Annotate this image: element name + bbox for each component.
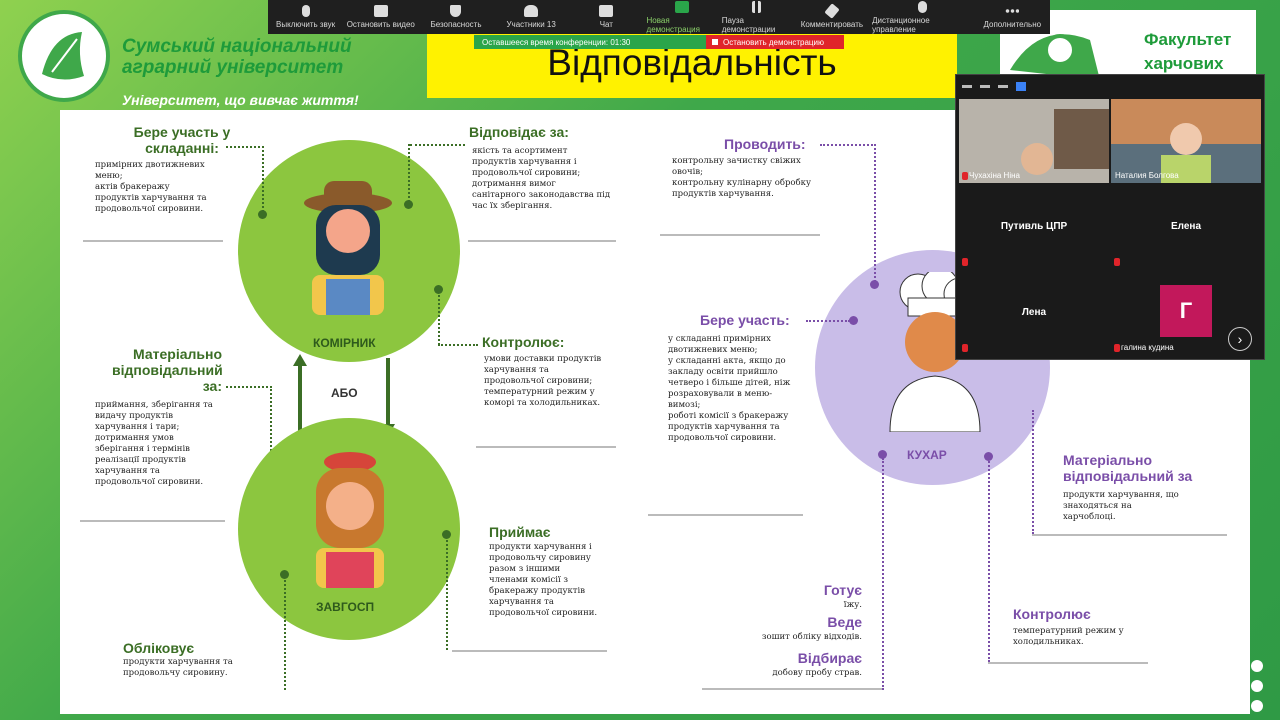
participant-tile[interactable]: Путивль ЦПР [959,185,1109,269]
mouse-icon [917,0,927,13]
kukhar-participates-list: у складанні примірних двотижневих меню;у… [668,334,791,443]
komirnyk-label: КОМІРНИК [313,336,376,350]
storekeeper-illustration [304,181,392,315]
komirnyk-controls-list: умови доставки продуктів харчування та п… [484,354,602,408]
kukhar-samples-heading: Відбирає [797,650,862,666]
participant-tile[interactable]: Лена [959,271,1109,355]
zavhosp-records-text: продукти харчування та продовольчу сиров… [123,657,233,678]
kukhar-controls-text: температурний режим у холодильниках. [1013,626,1124,647]
kukhar-conducts-heading: Проводить: [724,136,806,152]
kukhar-controls-heading: Контролює [1013,606,1091,622]
zavhosp-accepts-text: продукти харчування і продовольчу сирови… [489,542,598,618]
muted-icon [1114,344,1120,352]
komirnyk-responsible-list: якість та асортимент продуктів харчуванн… [472,146,611,211]
komirnyk-controls-heading: Контролює: [482,334,565,350]
zavhosp-records-heading: Обліковує [123,640,195,656]
kukhar-keeps-text: зошит обліку відходів. [761,632,862,642]
more-button[interactable]: Дополнительно [977,5,1047,29]
university-motto: Університет, що вивчає життя! [122,92,359,108]
camera-icon [373,5,388,17]
or-label: АБО [331,386,358,400]
shield-icon [450,5,462,17]
video-gallery-panel[interactable]: Чухахіна Ніна Наталия Болгова Путивль ЦП… [955,74,1265,360]
stop-video-button[interactable]: Остановить видео [346,5,416,29]
conference-timer: Оставшееся время конференции: 01:30 [482,37,631,47]
komirnyk-participates-heading: Бере участь у складанні: [133,124,231,156]
kukhar-cooks-heading: Готує [823,582,862,598]
zavhosp-label: ЗАВГОСП [316,600,375,614]
kukhar-keeps-heading: Веде [827,614,862,630]
chat-button[interactable]: Чат [571,5,641,29]
kukhar-conducts-list: контрольну зачистку свіжих овочів;контро… [672,156,811,199]
grid-view-icon[interactable] [1016,81,1026,91]
participant-tile[interactable]: Наталия Болгова [1111,99,1261,183]
annotate-button[interactable]: Комментировать [797,3,867,29]
stop-icon [712,39,718,45]
kukhar-cooks-text: їжу. [843,600,862,610]
chat-icon [599,5,614,17]
more-dots-icon [1005,5,1020,17]
remote-control-button[interactable]: Дистанционное управление [872,0,972,34]
zoom-toolbar: Выключить звук Остановить видео Безопасн… [268,0,1050,34]
supply-manager-illustration [316,452,384,588]
security-button[interactable]: Безопасность [421,5,491,29]
komirnyk-responsible-heading: Відповідає за: [469,124,569,140]
microphone-icon [301,5,310,17]
mute-button[interactable]: Выключить звук [271,5,341,29]
next-page-button[interactable]: › [1228,327,1252,351]
muted-icon [962,172,968,180]
slide-dot[interactable] [1251,660,1263,672]
material-responsible-list: приймання, зберігання та видачу продукті… [95,400,213,487]
pause-icon [752,0,762,13]
kukhar-label: КУХАР [907,448,947,462]
share-status-bar: Оставшееся время конференции: 01:30 Оста… [474,35,844,49]
zavhosp-accepts-heading: Приймає [489,524,551,540]
new-share-button[interactable]: Новая демонстрация [647,0,717,34]
gallery-view-controls[interactable] [956,75,1264,97]
slide-dot[interactable] [1251,680,1263,692]
kukhar-material-text: продукти харчування, що знаходяться на х… [1063,490,1179,522]
material-responsible-heading: Матеріально відповідальний за: [112,346,223,394]
muted-icon [1114,258,1120,266]
participant-tile[interactable]: Чухахіна Ніна [959,99,1109,183]
pencil-icon [824,3,840,19]
kukhar-material-heading: Матеріально відповідальний за [1063,452,1193,484]
muted-icon [962,344,968,352]
university-logo [18,10,110,102]
muted-icon [962,258,968,266]
pause-share-button[interactable]: Пауза демонстрации [722,0,792,34]
participants-icon [524,5,539,17]
slide-dot[interactable] [1251,700,1263,712]
komirnyk-participates-list: примірних двотижневих меню;актів бракера… [95,160,207,214]
stop-share-button[interactable]: Остановить демонстрацию [706,35,844,49]
participants-count: 13 [546,20,556,29]
participant-tile[interactable]: Елена [1111,185,1261,269]
share-arrow-icon [674,0,689,13]
kukhar-samples-text: добову пробу страв. [772,668,862,678]
kukhar-participates-heading: Бере участь: [700,312,790,328]
avatar: Г [1160,285,1212,337]
participants-button[interactable]: Участники 13 [496,5,566,29]
